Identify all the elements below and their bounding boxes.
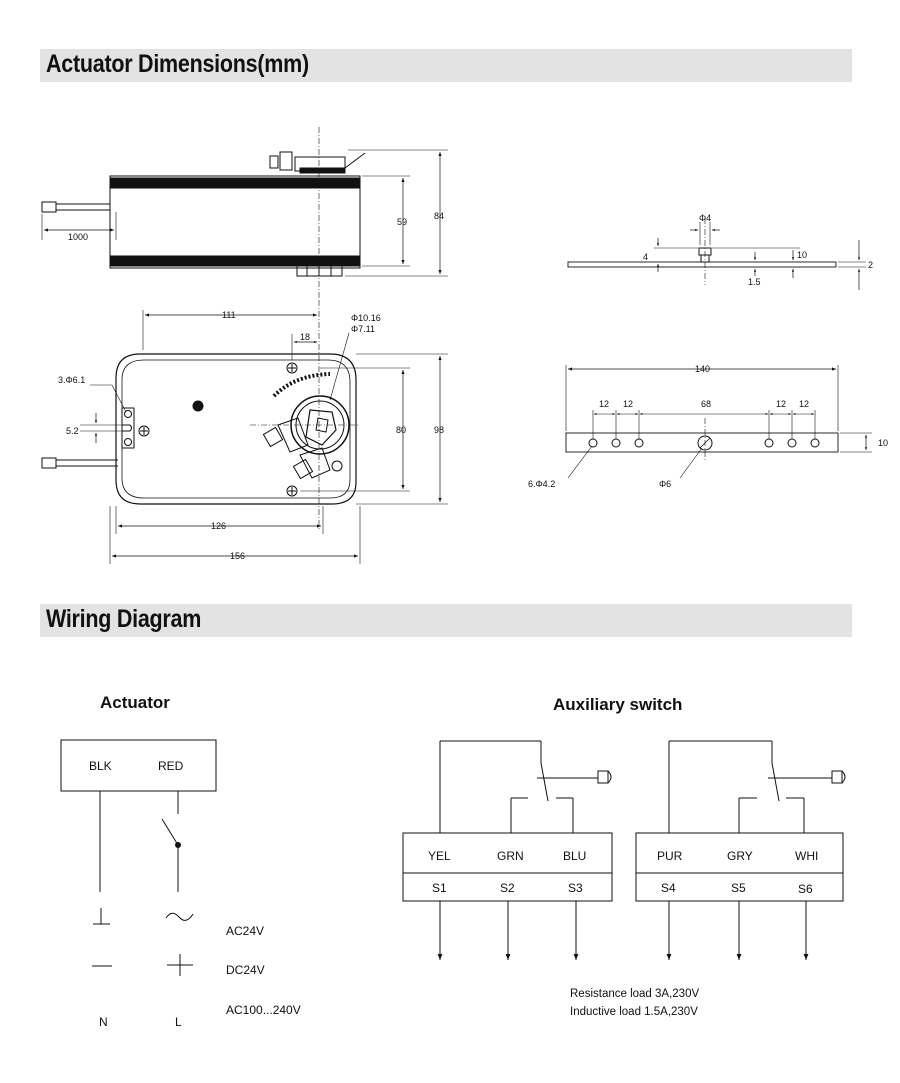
sw1-terminal-1: S1 [432, 881, 447, 895]
dim-s12d: 12 [799, 399, 809, 409]
dim-phi4: Φ4 [699, 213, 711, 223]
dim-s12c: 12 [776, 399, 786, 409]
sw2-color-2: GRY [727, 849, 753, 863]
dim-d10: 10 [797, 250, 807, 260]
sw1-terminal-3: S3 [568, 881, 583, 895]
dim-h84: 84 [434, 211, 444, 221]
dim-h80: 80 [396, 425, 406, 435]
bracket-side-view [567, 218, 866, 290]
wire-red-label: RED [158, 759, 184, 773]
sw2-terminal-3: S6 [798, 882, 813, 896]
dim-w140: 140 [695, 364, 710, 374]
dimensions-title: Actuator Dimensions(mm) [46, 50, 309, 78]
supply-ac24-label: AC24V [226, 924, 264, 938]
aux-switch-2 [635, 740, 846, 960]
dim-d1-5: 1.5 [748, 277, 761, 287]
dim-w111: 111 [222, 310, 236, 320]
actuator-side-view [41, 127, 448, 300]
sw1-color-3: BLU [563, 849, 586, 863]
sw2-color-1: PUR [657, 849, 683, 863]
actuator-wiring [60, 739, 217, 976]
dim-h59: 59 [397, 217, 407, 227]
dim-s68: 68 [701, 399, 711, 409]
wire-blk-label: BLK [89, 759, 112, 773]
actuator-front-view [41, 300, 448, 564]
dim-s12b: 12 [623, 399, 633, 409]
dim-phi-inner: Φ7.11 [351, 324, 375, 334]
dim-phi6: Φ6 [659, 479, 671, 489]
dim-holes-left: 3.Φ6.1 [58, 375, 85, 385]
dimensions-header-bar: Actuator Dimensions(mm) [40, 49, 852, 82]
sw1-color-1: YEL [428, 849, 451, 863]
dim-d2: 2 [868, 260, 873, 270]
terminal-l-label: L [175, 1015, 182, 1029]
supply-ac100-label: AC100...240V [226, 1003, 301, 1017]
supply-dc24-label: DC24V [226, 963, 265, 977]
load-note-inductive: Inductive load 1.5A,230V [570, 1006, 698, 1018]
load-note-resistance: Resistance load 3A,230V [570, 988, 699, 1000]
sw2-terminal-1: S4 [661, 881, 676, 895]
aux-switch-title: Auxiliary switch [553, 695, 682, 714]
dim-s12a: 12 [599, 399, 609, 409]
sw1-terminal-2: S2 [500, 881, 515, 895]
dim-w156: 156 [230, 551, 245, 561]
dim-holes-bracket: 6.Φ4.2 [528, 479, 555, 489]
aux-switch-1 [402, 740, 613, 960]
dim-w126: 126 [211, 521, 226, 531]
wiring-title: Wiring Diagram [46, 605, 202, 633]
dim-slot: 5.2 [66, 426, 79, 436]
terminal-n-label: N [99, 1015, 108, 1029]
sw2-terminal-2: S5 [731, 881, 746, 895]
dim-t10: 10 [878, 438, 888, 448]
dim-cable: 1000 [68, 232, 88, 242]
dim-d4: 4 [643, 252, 648, 262]
dim-w18: 18 [300, 332, 310, 342]
dim-phi-outer: Φ10.16 [351, 313, 381, 323]
sw2-color-3: WHI [795, 849, 818, 863]
dim-h98: 98 [434, 425, 444, 435]
actuator-wiring-title: Actuator [100, 693, 170, 712]
wiring-header-bar: Wiring Diagram [40, 604, 852, 637]
sw1-color-2: GRN [497, 849, 524, 863]
bracket-top-view [565, 365, 872, 479]
